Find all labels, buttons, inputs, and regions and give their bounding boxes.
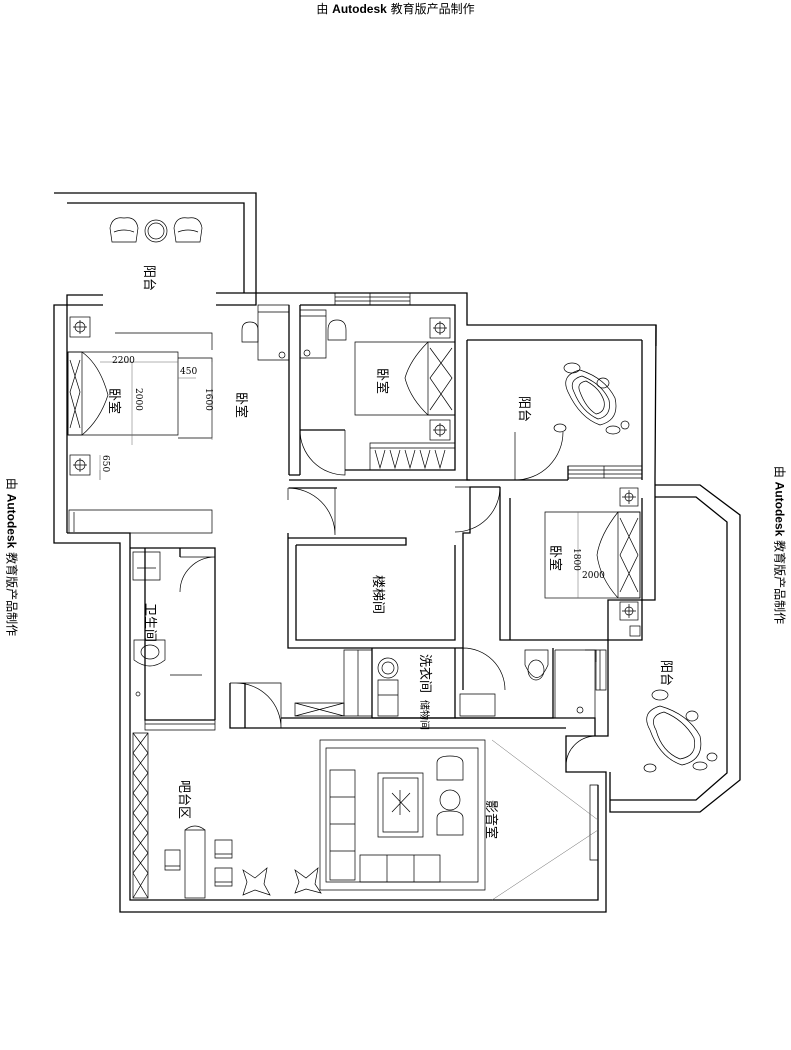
- theater-seating: [319, 739, 599, 901]
- label-bedroom-north: 卧室: [374, 368, 390, 394]
- bar-counter: [164, 825, 322, 899]
- watermark-prefix: 由: [316, 2, 329, 16]
- dim-east-bed-length: 2000: [582, 571, 605, 581]
- interior-walls: [68, 304, 643, 899]
- north-bed: [354, 317, 456, 441]
- balcony-chairs: [109, 217, 203, 243]
- label-balcony-nw: 阳台: [141, 265, 156, 291]
- label-master-bedroom-b: 卧室: [106, 388, 122, 414]
- watermark-brand: Autodesk: [332, 2, 387, 16]
- ne-balcony-decor: [553, 362, 630, 435]
- label-bedroom-east: 卧室: [547, 545, 563, 571]
- dim-master-bed-gap: 650: [100, 455, 110, 472]
- label-storage: 储物间: [418, 700, 431, 730]
- dim-master-bed-width: 2200: [112, 356, 135, 366]
- label-master-bedroom-a: 卧室: [233, 392, 249, 418]
- label-bar-area: 吧台区: [176, 780, 191, 819]
- dim-master-bed-length: 2000: [133, 388, 143, 411]
- dim-master-bed-room: 1600: [203, 388, 213, 411]
- dim-master-bed-step: 450: [180, 367, 197, 377]
- doors: [179, 429, 596, 767]
- label-stairwell: 楼梯间: [370, 575, 385, 614]
- dim-east-bed-width: 1800: [571, 548, 581, 571]
- west-bath-fixtures: [132, 551, 202, 697]
- label-bathroom-west: 卫生间: [142, 603, 157, 642]
- label-theater: 影音室: [483, 800, 499, 839]
- label-balcony-ne: 阳台: [516, 396, 531, 422]
- watermark-suffix: 教育版产品制作: [390, 2, 475, 16]
- windows: [144, 292, 643, 861]
- furniture: [67, 217, 718, 901]
- label-laundry: 洗衣间: [417, 654, 433, 693]
- east-bed: [544, 487, 641, 637]
- se-balcony-decor: [643, 689, 718, 773]
- room-labels: 阳台 卧室 卧室 卧室 阳台 卧室 楼梯间 卫生间 洗衣间 储物间 阳台 吧台区…: [106, 265, 673, 839]
- label-balcony-se: 阳台: [658, 660, 673, 686]
- dimension-labels: 2200 2000 1600 450 650 1800 2000: [100, 356, 605, 581]
- watermark-top: 由 Autodesk 教育版产品制作: [0, 0, 791, 17]
- master-bed: [67, 316, 213, 480]
